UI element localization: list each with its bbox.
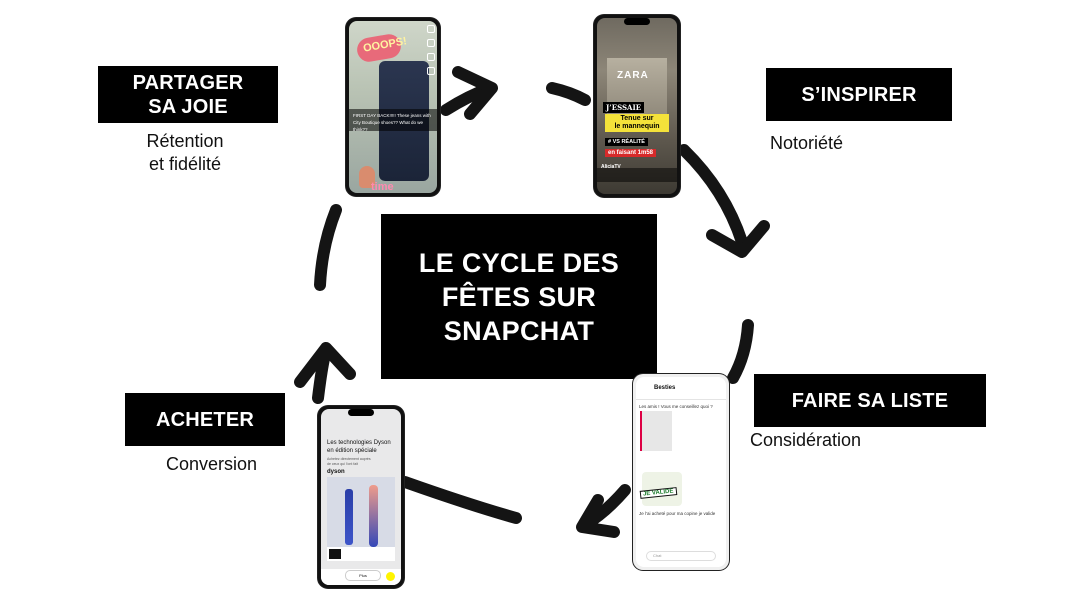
story-tools bbox=[427, 25, 435, 75]
chat-message-2: Je l’ai acheté pour ma copine je valide bbox=[639, 511, 715, 516]
phone-notch bbox=[624, 18, 650, 25]
subtitle-list: Considération bbox=[750, 429, 910, 452]
story-caption: FIRST DAY BACK!!!!! These jeans with Cit… bbox=[349, 109, 437, 131]
subtitle-inspire: Notoriété bbox=[770, 132, 890, 155]
sticker-tool-icon bbox=[427, 53, 435, 61]
shared-product-card bbox=[640, 411, 672, 451]
phone-share-screenshot: OOOPS! FIRST DAY BACK!!!!! These jeans w… bbox=[346, 18, 440, 196]
center-title-box: LE CYCLE DES FÊTES SUR SNAPCHAT bbox=[381, 214, 657, 379]
subtitle-buy: Conversion bbox=[166, 453, 296, 476]
straightener-image bbox=[345, 489, 353, 545]
dyson-logo-icon bbox=[329, 549, 341, 559]
essaie-tag: J’ESSAIE bbox=[603, 102, 644, 113]
height-tag: en faisant 1m58 bbox=[605, 149, 656, 157]
pen-tool-icon bbox=[427, 39, 435, 47]
label-inspire: S’INSPIRER bbox=[766, 68, 952, 121]
time-sticker: time bbox=[371, 181, 394, 193]
label-buy: ACHETER bbox=[125, 393, 285, 446]
phone-buy-screenshot: Les technologies Dyson en édition spécia… bbox=[318, 406, 404, 588]
phone-notch bbox=[348, 409, 374, 416]
chat-header: Besties bbox=[636, 377, 726, 400]
store-sign: ZARA bbox=[617, 70, 649, 81]
phone-list-screenshot: Besties Les amis ! Vous me conseillez qu… bbox=[633, 374, 729, 570]
center-title: LE CYCLE DES FÊTES SUR SNAPCHAT bbox=[419, 246, 619, 348]
ad-footer: Plus bbox=[321, 569, 401, 585]
phone-inspire-screenshot: ZARA J’ESSAIE Tenue sur le mannequin # V… bbox=[594, 15, 680, 197]
scissors-tool-icon bbox=[427, 67, 435, 75]
chat-message-1: Les amis ! Vous me conseillez quoi ? bbox=[639, 404, 713, 409]
arrow-inspire-to-list bbox=[684, 150, 742, 242]
airwrap-image bbox=[369, 485, 378, 547]
arrow-list-descent bbox=[733, 325, 748, 378]
vs-tag: # VS RÉALITÉ bbox=[605, 138, 648, 146]
label-list: FAIRE SA LISTE bbox=[754, 374, 986, 427]
product-image bbox=[327, 477, 395, 557]
subtitle-share: Rétention et fidélité bbox=[120, 130, 250, 176]
ad-title: Les technologies Dyson en édition spécia… bbox=[327, 439, 397, 455]
ad-brand: dyson bbox=[327, 469, 345, 475]
arrow-stub-inspire bbox=[552, 88, 585, 100]
chat-title: Besties bbox=[654, 385, 675, 391]
send-icon bbox=[386, 572, 395, 581]
ad-subtitle: Achetez directement auprès de ceux qui l… bbox=[327, 457, 399, 467]
chat-input: Chat bbox=[646, 551, 716, 561]
plus-button: Plus bbox=[345, 570, 381, 581]
outfit-tag: Tenue sur le mannequin bbox=[605, 114, 669, 132]
arrow-share-ascent bbox=[320, 210, 336, 285]
arrow-buy-entry bbox=[405, 482, 516, 518]
label-share: PARTAGER SA JOIE bbox=[98, 66, 278, 123]
content-strip bbox=[597, 168, 677, 182]
text-tool-icon bbox=[427, 25, 435, 33]
